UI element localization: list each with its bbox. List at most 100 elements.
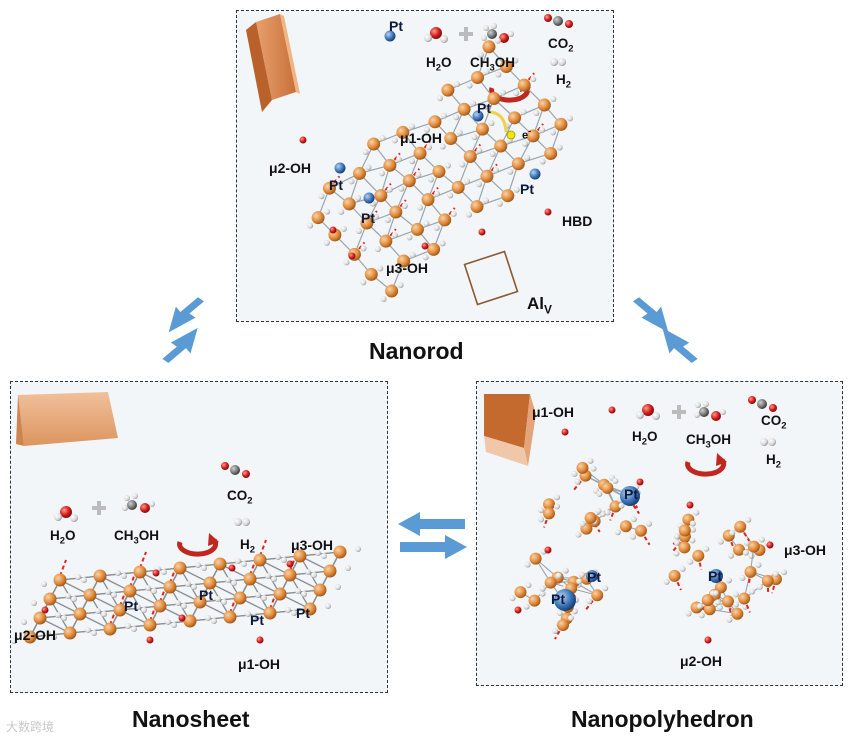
hydrogen-atom xyxy=(406,234,413,241)
hydrogen-atom xyxy=(575,531,582,538)
hydrogen-atom xyxy=(343,259,350,266)
nanorod-caption: Nanorod xyxy=(369,338,464,364)
hydrogen-atom xyxy=(556,144,563,151)
hydrogen-atom xyxy=(191,584,197,590)
aluminum-atom xyxy=(487,92,501,106)
hydrogen-atom xyxy=(483,68,490,75)
platinum-atom xyxy=(334,162,346,174)
aluminum-atom xyxy=(738,592,751,605)
hydrogen-atom xyxy=(85,627,91,633)
hydrogen-atom xyxy=(755,561,762,568)
hydrogen-atom xyxy=(31,600,37,606)
aluminum-atom xyxy=(203,576,217,590)
aluminum-atom xyxy=(311,211,325,225)
aluminum-atom xyxy=(543,498,556,511)
hydrogen-atom xyxy=(151,588,157,594)
hydrogen-atom xyxy=(141,607,147,613)
hydrogen-atom xyxy=(285,607,291,613)
nanopolyhedron-crystal-icon xyxy=(484,394,536,466)
aluminum-atom xyxy=(554,117,568,131)
hydrogen-atom xyxy=(195,562,201,568)
nanosheet-crystal-icon xyxy=(16,392,118,446)
hydrogen-atom xyxy=(175,600,181,606)
hydrogen-atom xyxy=(645,520,652,527)
hydrogen-atom xyxy=(745,516,752,523)
hydrogen-atom xyxy=(335,584,341,590)
electron-icon xyxy=(506,130,516,140)
hydrogen-atom xyxy=(748,553,755,560)
hydrogen-atom xyxy=(91,630,97,636)
hydrogen-atom xyxy=(574,478,581,485)
aluminum-atom xyxy=(43,592,57,606)
hydrogen-atom xyxy=(586,598,593,605)
hydrogen-atom xyxy=(696,603,703,610)
co2-label: CO2 xyxy=(761,413,787,432)
hydrogen-atom xyxy=(231,580,237,586)
ch3oh-label: CH3OH xyxy=(470,55,515,74)
hydrogen-atom xyxy=(436,95,443,102)
hydrogen-atom xyxy=(205,615,211,621)
hydrogen-atom xyxy=(125,623,131,629)
hydrogen-atom xyxy=(554,494,561,501)
aluminum-atom xyxy=(313,583,327,597)
oxygen-atom xyxy=(686,501,694,509)
aluminum-atom xyxy=(123,584,137,598)
hydrogen-atom xyxy=(391,137,398,144)
hydrogen-atom xyxy=(105,589,111,595)
hydrogen-atom xyxy=(447,192,454,199)
aluminum-atom xyxy=(133,565,147,579)
platinum-atom xyxy=(363,192,375,204)
hydrogen-atom xyxy=(492,167,499,174)
oxygen-atom xyxy=(561,428,569,436)
oxygen-atom xyxy=(329,226,337,234)
aluminum-atom xyxy=(263,606,277,620)
aluminum-atom xyxy=(761,574,774,587)
hydrogen-atom xyxy=(733,601,740,608)
aluminum-atom xyxy=(714,581,727,594)
oxygen-atom xyxy=(766,541,774,549)
aluminum-atom xyxy=(722,595,735,608)
aluminum-atom xyxy=(482,40,496,54)
mu1-oh-label: μ1-OH xyxy=(238,656,281,672)
aluminum-atom xyxy=(634,524,647,537)
hydrogen-atom xyxy=(307,222,314,229)
hydrogen-atom xyxy=(673,533,680,540)
aluminum-atom xyxy=(342,197,356,211)
hydrogen-atom xyxy=(417,204,424,211)
hydrogen-atom xyxy=(241,561,247,567)
hydrogen-atom xyxy=(477,51,484,58)
hydrogen-atom xyxy=(171,622,177,628)
aluminum-atom xyxy=(584,511,597,524)
h2-label: H2 xyxy=(556,72,571,91)
hydrogen-atom xyxy=(556,609,563,616)
aluminum-atom xyxy=(480,169,494,183)
oxygen-atom xyxy=(286,560,294,568)
hydrogen-atom xyxy=(115,570,121,576)
aluminum-atom xyxy=(609,500,622,513)
hydrogen-atom xyxy=(499,89,506,96)
mu3-oh-label: μ3-OH xyxy=(291,537,334,553)
hydrogen-atom xyxy=(714,599,721,606)
hydrogen-atom xyxy=(520,108,527,115)
hydrogen-atom xyxy=(539,158,546,165)
aluminum-atom xyxy=(143,618,157,632)
aluminum-atom xyxy=(744,565,757,578)
aluminum-atom xyxy=(451,180,465,194)
hydrogen-atom xyxy=(21,619,27,625)
hydrogen-atom xyxy=(281,557,287,563)
hydrogen-atom xyxy=(733,591,740,598)
hydrogen-atom xyxy=(45,631,51,637)
hydrogen-atom xyxy=(325,603,331,609)
nanosheet-atomic-structure xyxy=(11,539,361,644)
hydrogen-atom xyxy=(595,507,602,514)
aluminum-atom xyxy=(747,540,760,553)
hydrogen-atom xyxy=(679,565,686,572)
oxygen-atom xyxy=(478,228,486,236)
aluminum-atom xyxy=(432,165,446,179)
hydrogen-atom xyxy=(524,561,531,568)
hydrogen-atom xyxy=(360,245,367,252)
hydrogen-atom xyxy=(161,569,167,575)
aluminum-atom xyxy=(103,622,117,636)
aluminum-atom xyxy=(33,611,47,625)
hydrogen-atom xyxy=(426,144,433,151)
